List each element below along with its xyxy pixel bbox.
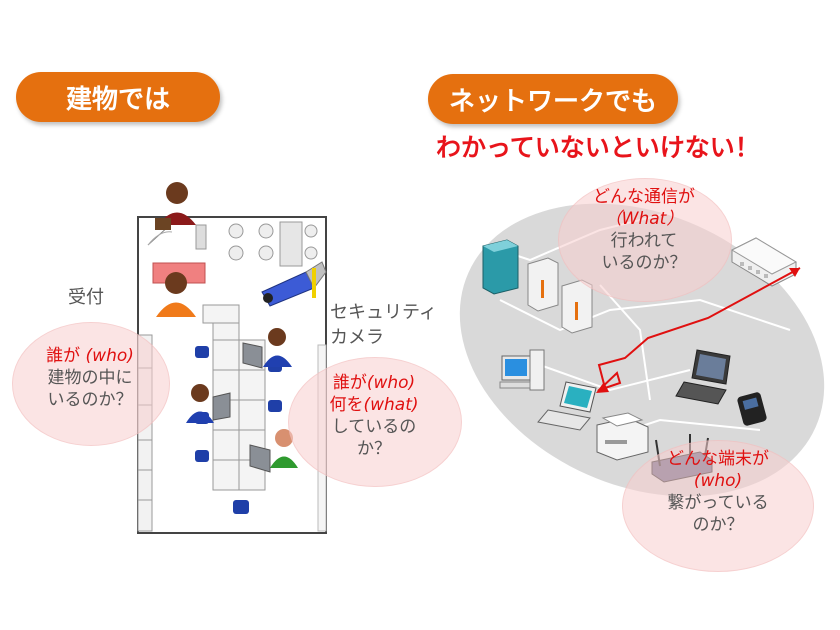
who-in-building-text: 誰が (who) 建物の中に いるのか？ xyxy=(26,345,154,411)
manager-person-icon xyxy=(155,182,196,230)
printer-icon xyxy=(596,412,649,461)
security-camera-label-line1: セキュリティ xyxy=(330,302,437,323)
bubble4-line4: のか？ xyxy=(692,515,744,535)
what-communication-bubble xyxy=(558,178,732,302)
bubble3-line1: どんな通信が xyxy=(593,187,695,207)
who-in-building-bubble xyxy=(12,322,170,446)
monitor-icon xyxy=(212,342,271,473)
laptop-icon xyxy=(675,349,731,405)
bubble2-who: 誰が xyxy=(332,373,367,393)
which-device-bubble xyxy=(622,440,814,572)
bubble1-line3: いるのか？ xyxy=(47,390,133,410)
bubble4-line1: どんな端末が xyxy=(667,449,769,469)
building-heading-label: 建物では xyxy=(65,84,170,115)
bubble2-who-en: (who) xyxy=(366,373,416,393)
bubble4-line2: (who) xyxy=(693,471,743,491)
who-doing-what-bubble xyxy=(288,357,462,487)
laptop-icon xyxy=(537,381,597,431)
which-device-text: どんな端末が (who) 繋がっている のか？ xyxy=(646,448,790,536)
bubble2-what: 何を xyxy=(329,395,364,415)
bubble3-line4: いるのか？ xyxy=(601,253,687,273)
bubble1-who: 誰が xyxy=(46,346,86,366)
security-camera-label-line2: カメラ xyxy=(330,327,384,348)
bubble1-line2: 建物の中に xyxy=(47,368,133,388)
receptionist-person-icon xyxy=(156,272,196,317)
bubble2-what-en: (what) xyxy=(363,395,419,415)
who-doing-what-text: 誰が(who) 何を(what) しているの か？ xyxy=(314,372,434,460)
bubble2-line3: しているの xyxy=(331,417,417,437)
bubble3-line3: 行われて xyxy=(610,231,678,251)
reception-label: 受付 xyxy=(68,287,104,308)
what-communication-text: どんな通信が （What） 行われて いるのか？ xyxy=(574,186,714,274)
server-icon xyxy=(482,239,593,334)
network-headline: わかっていないといけない！ xyxy=(436,133,760,162)
network-heading-pill: ネットワークでも xyxy=(428,74,678,124)
building-heading-pill: 建物では xyxy=(16,72,220,122)
network-heading-label: ネットワークでも xyxy=(448,86,657,117)
smartphone-icon xyxy=(737,392,767,426)
communication-arrow xyxy=(596,267,801,393)
security-camera-icon xyxy=(261,261,327,307)
bubble3-line2: （What） xyxy=(604,209,684,229)
bubble4-line3: 繋がっている xyxy=(667,493,769,513)
desktop-pc-icon xyxy=(499,349,545,391)
bubble1-who-en: (who) xyxy=(85,346,134,366)
bubble2-line4: か？ xyxy=(357,439,391,459)
